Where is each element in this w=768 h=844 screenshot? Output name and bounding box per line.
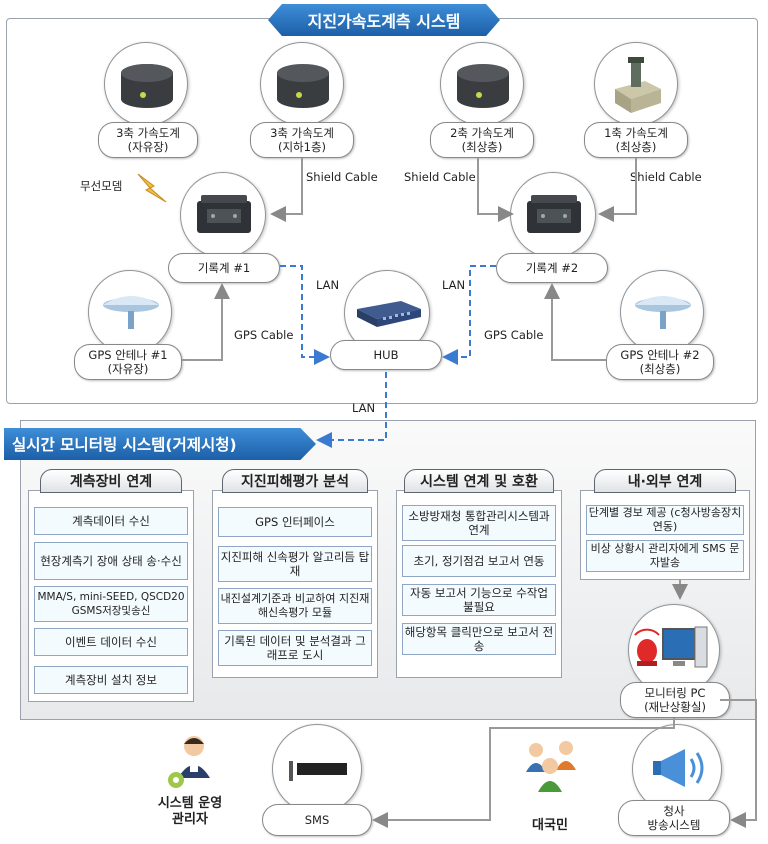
gps2-circle	[620, 270, 704, 354]
acc-2axis-circle	[440, 42, 524, 126]
monitor-pc-circle	[628, 604, 720, 696]
lan-label-3: LAN	[352, 401, 376, 415]
panel-damage-item: 지진피해 신속평가 알고리듬 탑재	[218, 546, 372, 582]
acc-1axis-circle	[594, 42, 678, 126]
admin-line2: 관리자	[172, 812, 208, 827]
uniaxial-sensor-icon	[615, 57, 661, 113]
panel-integration-item: 해당항목 클릭만으로 보고서 전송	[402, 623, 556, 655]
monitor-pc-label: 모니터링 PC (재난상황실)	[620, 682, 730, 718]
gps1-line2: (자유장)	[107, 362, 149, 376]
acc-free-line2: (자유장)	[127, 140, 169, 154]
gps2-line2: (최상층)	[639, 362, 681, 376]
lan-label-1: LAN	[316, 278, 340, 292]
accelerometer-icon	[457, 64, 509, 108]
panel-damage-title: 지진피해평가 분석	[222, 469, 368, 493]
admin-label: 시스템 운영 관리자	[140, 796, 240, 828]
recorder1-label: 기록계 #1	[168, 253, 280, 283]
gps2-line1: GPS 안테나 #2	[620, 348, 700, 362]
lan-label-2: LAN	[442, 278, 466, 292]
admin-line1: 시스템 운영	[157, 796, 223, 811]
recorder2-circle	[510, 172, 596, 258]
acc-1axis-line1: 1축 가속도계	[604, 126, 668, 140]
broadcast-label: 청사 방송시스템	[618, 800, 730, 836]
accelerometer-icon	[121, 64, 173, 108]
panel-damage-item: 기록된 데이터 및 분석결과 그래프로 도시	[218, 630, 372, 666]
computer-alarm-icon	[634, 626, 708, 668]
acc-b1-label: 3축 가속도계 (지하1층)	[250, 122, 354, 158]
panel-equipment-item: 이벤트 데이터 수신	[34, 628, 188, 656]
panel-equipment-item: 현장계측기 장애 상태 송·수신	[34, 542, 188, 580]
shield-cable-label-2: Shield Cable	[404, 170, 476, 184]
acc-free-circle	[104, 42, 188, 126]
gps2-label: GPS 안테나 #2 (최상층)	[606, 344, 714, 380]
admin-person-icon	[168, 736, 210, 788]
public-people-icon	[526, 741, 576, 792]
acc-2axis-label: 2축 가속도계 (최상층)	[430, 122, 534, 158]
gps-antenna-icon	[103, 296, 159, 329]
monitor-pc-line1: 모니터링 PC	[644, 686, 706, 700]
panel-equipment-item: 계측장비 설치 정보	[34, 666, 188, 694]
acc-free-line1: 3축 가속도계	[116, 126, 180, 140]
panel-equipment-title: 계측장비 연계	[40, 469, 182, 493]
broadcast-line2: 방송시스템	[647, 818, 701, 832]
panel-damage-item: GPS 인터페이스	[218, 507, 372, 537]
recorder-case-icon	[527, 195, 581, 233]
shield-cable-label-1: Shield Cable	[306, 170, 378, 184]
lightning-icon	[137, 173, 167, 203]
monitor-pc-line2: (재난상황실)	[644, 700, 706, 714]
monitoring-title: 실시간 모니터링 시스템(거제시청)	[4, 428, 316, 460]
panel-equipment-item: MMA/S, mini-SEED, QSCD20 GSMS저장및송신	[34, 586, 188, 622]
recorder-case-icon	[197, 195, 251, 233]
gps-cable-label-1: GPS Cable	[234, 328, 294, 342]
panel-integration-title: 시스템 연계 및 호환	[404, 469, 554, 493]
panel-external-item: 단계별 경보 제공 (c청사방송장치 연동)	[586, 505, 744, 535]
acc-free-label: 3축 가속도계 (자유장)	[98, 122, 198, 158]
network-switch-icon	[357, 301, 421, 327]
sms-board-icon	[289, 761, 347, 781]
system-title: 지진가속도계측 시스템	[268, 4, 500, 36]
hub-label: HUB	[330, 340, 442, 370]
gps-cable-label-2: GPS Cable	[484, 328, 544, 342]
gps1-line1: GPS 안테나 #1	[88, 348, 168, 362]
sms-circle	[272, 724, 362, 814]
panel-integration-item: 소방방재청 통합관리시스템과 연계	[402, 505, 556, 541]
accelerometer-icon	[277, 64, 329, 108]
recorder2-label: 기록계 #2	[496, 253, 608, 283]
sms-label: SMS	[262, 804, 372, 836]
panel-integration-item: 자동 보고서 기능으로 수작업 불필요	[402, 584, 556, 616]
panel-damage-item: 내진설계기준과 비교하여 지진재해신속평가 모듈	[218, 588, 372, 624]
gps1-label: GPS 안테나 #1 (자유장)	[74, 344, 182, 380]
panel-external-item: 비상 상황시 관리자에게 SMS 문자발송	[586, 540, 744, 572]
broadcast-line1: 청사	[663, 804, 685, 818]
wireless-modem-label: 무선모뎀	[80, 179, 123, 193]
acc-b1-circle	[260, 42, 344, 126]
panel-integration-item: 초기, 정기점검 보고서 연동	[402, 545, 556, 577]
acc-1axis-line2: (최상층)	[615, 140, 657, 154]
panel-equipment-item: 계측데이터 수신	[34, 507, 188, 535]
acc-b1-line1: 3축 가속도계	[270, 126, 334, 140]
panel-external-title: 내·외부 연계	[594, 469, 736, 493]
gps1-circle	[88, 270, 172, 354]
gps-antenna-icon	[635, 296, 691, 329]
shield-cable-label-3: Shield Cable	[630, 170, 702, 184]
acc-2axis-line1: 2축 가속도계	[450, 126, 514, 140]
public-label: 대국민	[532, 818, 568, 833]
acc-2axis-line2: (최상층)	[461, 140, 503, 154]
acc-b1-line2: (지하1층)	[277, 140, 327, 154]
recorder1-circle	[180, 172, 266, 258]
acc-1axis-label: 1축 가속도계 (최상층)	[584, 122, 688, 158]
